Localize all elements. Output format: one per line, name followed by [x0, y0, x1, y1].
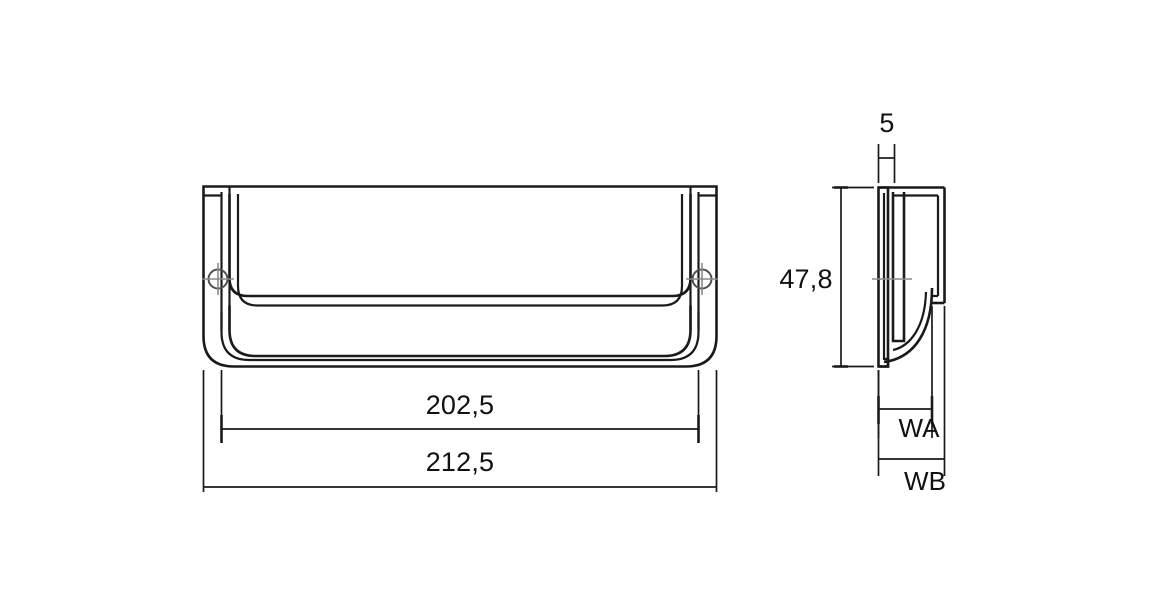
front-right-mounting-hole — [686, 263, 718, 295]
front-lower-tray-inner — [220, 312, 700, 362]
front-upper-rail-inner — [236, 194, 684, 307]
front-lower-tray-outer — [228, 305, 692, 358]
side-bottom-foot — [878, 357, 890, 368]
front-view — [202, 185, 718, 368]
side-view — [872, 186, 946, 368]
side-upper-rail-section — [891, 192, 906, 343]
front-view-dimensions: 202,5 212,5 — [202, 370, 718, 492]
side-view-dimensions: 47,8 5 WA WB — [779, 108, 946, 496]
side-curve-outer — [883, 287, 934, 364]
front-outer-outline — [202, 185, 718, 368]
dim-label-wa: WA — [899, 413, 941, 443]
front-upper-rail-outer — [228, 194, 692, 298]
front-left-mounting-hole — [202, 263, 234, 295]
dim-label-inner-width: 202,5 — [426, 390, 495, 420]
dim-label-thickness: 5 — [879, 108, 894, 138]
side-curve-inner — [892, 291, 928, 352]
dim-label-height: 47,8 — [779, 264, 832, 294]
dim-label-outer-width: 212,5 — [426, 447, 495, 477]
dim-label-wb: WB — [904, 466, 946, 496]
